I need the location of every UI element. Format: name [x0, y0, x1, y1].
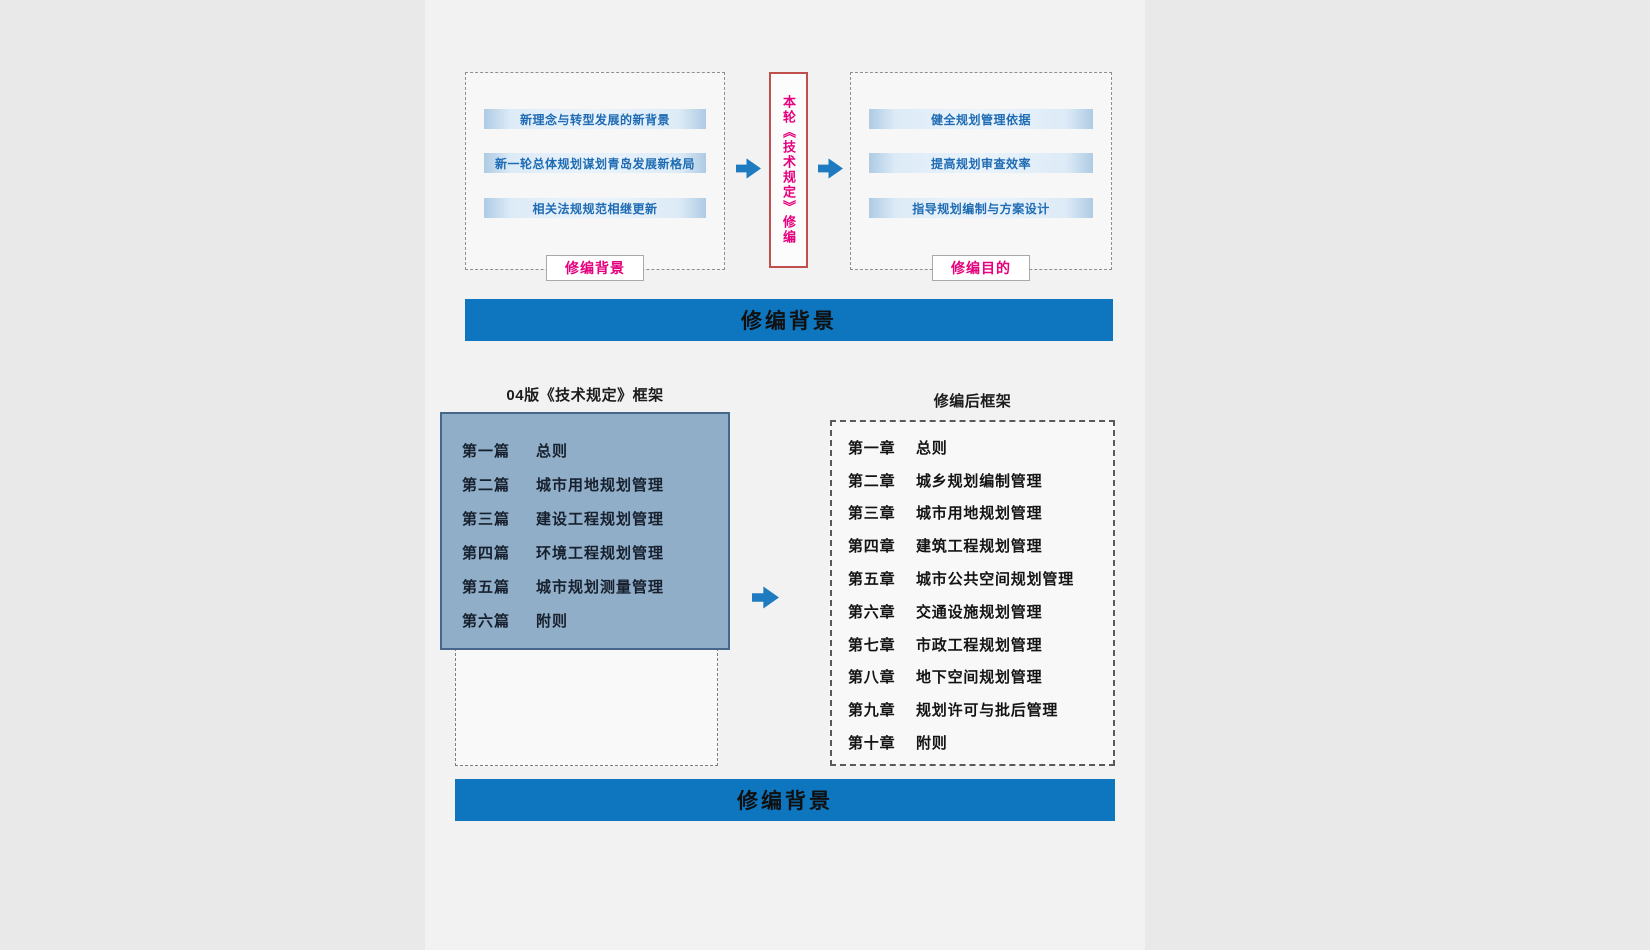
- background-item: 相关法规规范相继更新: [484, 198, 706, 218]
- chapter-number: 第九章: [848, 702, 896, 720]
- chapter-number: 第三篇: [462, 510, 511, 528]
- chapter-number: 第八章: [848, 669, 896, 687]
- new-framework-item: 第八章 地下空间规划管理: [832, 661, 1113, 694]
- new-framework-item: 第六章 交通设施规划管理: [832, 595, 1113, 628]
- purpose-item: 指导规划编制与方案设计: [869, 198, 1093, 218]
- new-framework-item: 第七章 市政工程规划管理: [832, 628, 1113, 661]
- chapter-number: 第五篇: [462, 578, 511, 596]
- chapter-title: 城市规划测量管理: [536, 578, 665, 596]
- background-item: 新一轮总体规划谋划青岛发展新格局: [484, 153, 706, 173]
- new-framework-item: 第十章 附则: [832, 726, 1113, 759]
- chapter-number: 第七章: [848, 636, 896, 654]
- chapter-number: 第四章: [848, 538, 896, 556]
- old-framework-item: 第一篇 总则: [442, 433, 728, 467]
- chapter-title: 附则: [536, 612, 569, 630]
- chapter-number: 第十章: [848, 735, 896, 753]
- chapter-title: 城市用地规划管理: [916, 505, 1043, 523]
- chapter-number: 第二章: [848, 472, 896, 490]
- chapter-number: 第四篇: [462, 544, 511, 562]
- purpose-box-label: 修编目的: [932, 255, 1030, 281]
- chapter-number: 第六章: [848, 603, 896, 621]
- chapter-title: 市政工程规划管理: [916, 636, 1043, 654]
- chapter-title: 建设工程规划管理: [536, 510, 665, 528]
- revision-center-text: 本轮《技术规定》修编: [781, 95, 796, 245]
- new-framework-item: 第九章 规划许可与批后管理: [832, 693, 1113, 726]
- new-framework-item: 第五章 城市公共空间规划管理: [832, 562, 1113, 595]
- new-framework-item: 第三章 城市用地规划管理: [832, 497, 1113, 530]
- old-framework-item: 第三篇 建设工程规划管理: [442, 501, 728, 535]
- chapter-title: 城市公共空间规划管理: [916, 571, 1075, 589]
- chapter-title: 地下空间规划管理: [916, 669, 1043, 687]
- purpose-item: 提高规划审查效率: [869, 153, 1093, 173]
- new-framework-box: 第一章 总则 第二章 城乡规划编制管理 第三章 城市用地规划管理 第四章 建筑工…: [830, 420, 1115, 766]
- chapter-number: 第一篇: [462, 442, 511, 460]
- new-framework-item: 第一章 总则: [832, 431, 1113, 464]
- chapter-title: 城市用地规划管理: [536, 476, 665, 494]
- chapter-number: 第五章: [848, 571, 896, 589]
- section-banner-bottom: 修编背景: [455, 779, 1115, 821]
- old-framework-item: 第五篇 城市规划测量管理: [442, 569, 728, 603]
- chapter-title: 城乡规划编制管理: [916, 472, 1043, 490]
- revision-center-box: 本轮《技术规定》修编: [769, 72, 808, 268]
- new-framework-title: 修编后框架: [933, 393, 1012, 410]
- old-framework-item: 第四篇 环境工程规划管理: [442, 535, 728, 569]
- background-box-label: 修编背景: [546, 255, 644, 281]
- new-framework-item: 第四章 建筑工程规划管理: [832, 529, 1113, 562]
- chapter-number: 第二篇: [462, 476, 511, 494]
- chapter-title: 规划许可与批后管理: [916, 702, 1059, 720]
- chapter-number: 第六篇: [462, 612, 511, 630]
- purpose-box: 健全规划管理依据 提高规划审查效率 指导规划编制与方案设计 修编目的: [850, 72, 1112, 281]
- chapter-title: 环境工程规划管理: [536, 544, 665, 562]
- old-framework-highlight-box: 第一篇 总则 第二篇 城市用地规划管理 第三篇 建设工程规划管理 第四篇 环境工…: [440, 412, 730, 650]
- old-framework-box: 第一篇 总则 第二篇 城市用地规划管理 第三篇 建设工程规划管理 第四篇 环境工…: [440, 412, 730, 768]
- background-item: 新理念与转型发展的新背景: [484, 109, 706, 129]
- chapter-title: 附则: [916, 735, 948, 753]
- new-framework-item: 第二章 城乡规划编制管理: [832, 464, 1113, 497]
- chapter-title: 总则: [536, 442, 569, 460]
- purpose-item: 健全规划管理依据: [869, 109, 1093, 129]
- section-banner-top: 修编背景: [465, 299, 1113, 341]
- chapter-number: 第三章: [848, 505, 896, 523]
- chapter-title: 总则: [916, 439, 948, 457]
- chapter-title: 建筑工程规划管理: [916, 538, 1043, 556]
- old-framework-item: 第二篇 城市用地规划管理: [442, 467, 728, 501]
- chapter-number: 第一章: [848, 439, 896, 457]
- old-framework-title: 04版《技术规定》框架: [506, 387, 664, 404]
- old-framework-item: 第六篇 附则: [442, 603, 728, 637]
- chapter-title: 交通设施规划管理: [916, 603, 1043, 621]
- background-box: 新理念与转型发展的新背景 新一轮总体规划谋划青岛发展新格局 相关法规规范相继更新…: [465, 72, 725, 281]
